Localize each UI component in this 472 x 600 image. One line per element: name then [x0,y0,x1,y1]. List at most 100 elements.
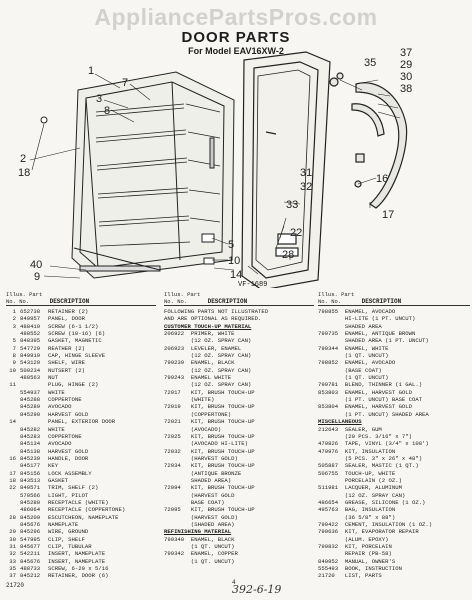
illus-number: 18 [9,476,16,484]
table-row: (BASE COAT) [318,366,382,374]
part-number: 845677 [20,543,41,550]
table-row: 206923 LEVELER, ENAMEL [164,344,242,352]
table-row: AND ARE OPTIONAL AS REQUIRED. [164,315,262,323]
part-number: 845288 [20,396,41,404]
table-row: 799344 ENAMEL, WHITE [318,344,389,352]
part-description: WHITE [48,388,65,396]
table-row: 72019 KIT, BRUSH TOUCH-UP [164,403,255,411]
callout-28: 28 [282,249,294,261]
part-description: HANDLE, DOOR [48,454,89,462]
part-number: 845289 [20,403,41,411]
illus-number: 37 [9,572,16,580]
table-row: REPAIR (PB-58) [318,550,392,558]
illus-number: 17 [9,469,16,477]
part-number: 849957 [20,315,41,323]
table-row: 799781 BLEND, THINNER (1 GAL.) [318,381,423,389]
description-header: DESCRIPTION [361,298,402,305]
table-row: 799342 ENAMEL, COPPER [164,550,238,558]
table-row: (20 PCS. 3/16" x 7") [318,432,412,440]
table-row: 212643 SEALER, GUM [318,425,382,433]
part-number: 488563 [20,374,41,382]
part-description: PANEL, EXTERIOR DOOR [48,418,116,426]
part-description: TRIM, SHELF (2) [48,484,99,492]
table-row: (12 OZ. SPRAY CAN) [164,352,252,360]
part-number: 509234 [20,366,41,374]
part-description: LOCK ASSEMBLY [48,469,92,477]
page-number: 4 [232,579,236,586]
table-row: 488563 NUT [6,374,156,381]
part-number: 486064 [20,506,41,514]
callout-1: 1 [88,65,94,77]
part-number: 845290 [20,410,41,418]
table-row: (1 PT. UNCUT) SHADED AREA [318,410,429,418]
part-number: 488733 [20,565,41,573]
table-row: 72017 KIT, BRUSH TOUCH-UP [164,388,255,396]
callout-29: 29 [400,59,412,71]
part-description: SCREW, 6-20 x 5/16 [48,565,109,573]
table-row: 506755 TOUCH-UP, WHITE [318,469,396,477]
table-row: (1 QT. UNCUT) [318,352,389,360]
ill-part-header: Illus. Part No. No. [164,291,201,305]
part-number: 543129 [20,359,41,367]
table-row: SHADED AREA (1 PT. UNCUT) [318,337,429,345]
table-row: 799340 ENAMEL, BLACK [164,535,235,543]
table-row: PORCELAIN (2 OZ.) [318,476,402,484]
table-row: (AVOCADO HI-LITE) [164,440,248,448]
description-header: DESCRIPTION [207,298,248,305]
callout-32: 32 [300,181,312,193]
table-row: 799243 ENAMEL WHITE [164,374,232,382]
table-row: (12 OZ. SPRAY CAN) [318,491,406,499]
part-description: CAP, HINGE SLEEVE [48,352,106,360]
callout-40: 40 [30,259,42,271]
table-row: FOLLOWING PARTS NOT ILLUSTRATED [164,308,269,315]
callout-35: 35 [364,57,376,69]
column-header: Illus. Part No. No. DESCRIPTION [6,291,156,306]
illus-number: 7 [12,344,16,352]
table-row: (1 QT. UNCUT) [164,543,235,550]
part-description: NUT [48,374,59,382]
part-description: COPPERTONE [48,396,82,404]
table-row: (12 OZ. SPRAY CAN) [164,337,252,345]
part-description: REATHER (2) [48,344,85,352]
description-header: DESCRIPTION [49,298,90,305]
illus-number: 30 [9,535,16,543]
callout-38: 38 [400,83,412,95]
table-row: 72034 KIT, BRUSH TOUCH-UP [164,462,255,470]
illus-number: 28 [9,513,16,521]
table-row: (36 5/8" x 88") [318,513,396,521]
illus-number: 33 [9,557,16,565]
table-row: (ALUM. EPOXY) [318,535,389,543]
part-number: 849919 [20,352,41,360]
table-row: HI-LITE (1 PT. UNCUT) [318,315,416,323]
illus-number: 16 [9,454,16,462]
table-row: (AVOCADO) [164,425,222,433]
table-row: (COPPERTONE) [164,410,232,418]
door-panel-drawing [241,51,331,288]
part-description: LIGHT, PILOT [48,491,89,499]
section-heading: CUSTOMER TOUCH-UP MATERIAL [164,322,252,330]
illus-number: 3 [12,322,16,330]
parts-column-2: Illus. Part No. No. DESCRIPTION FOLLOWIN… [164,291,314,565]
table-row: 798852 ENAMEL, AVOCADO [318,359,396,367]
table-row: (12 OZ. SPRAY CAN) [164,381,252,389]
part-number: 570566 [20,491,41,499]
illus-number: 22 [9,484,16,492]
table-row: (ANTIQUE BRONZE [164,469,242,477]
